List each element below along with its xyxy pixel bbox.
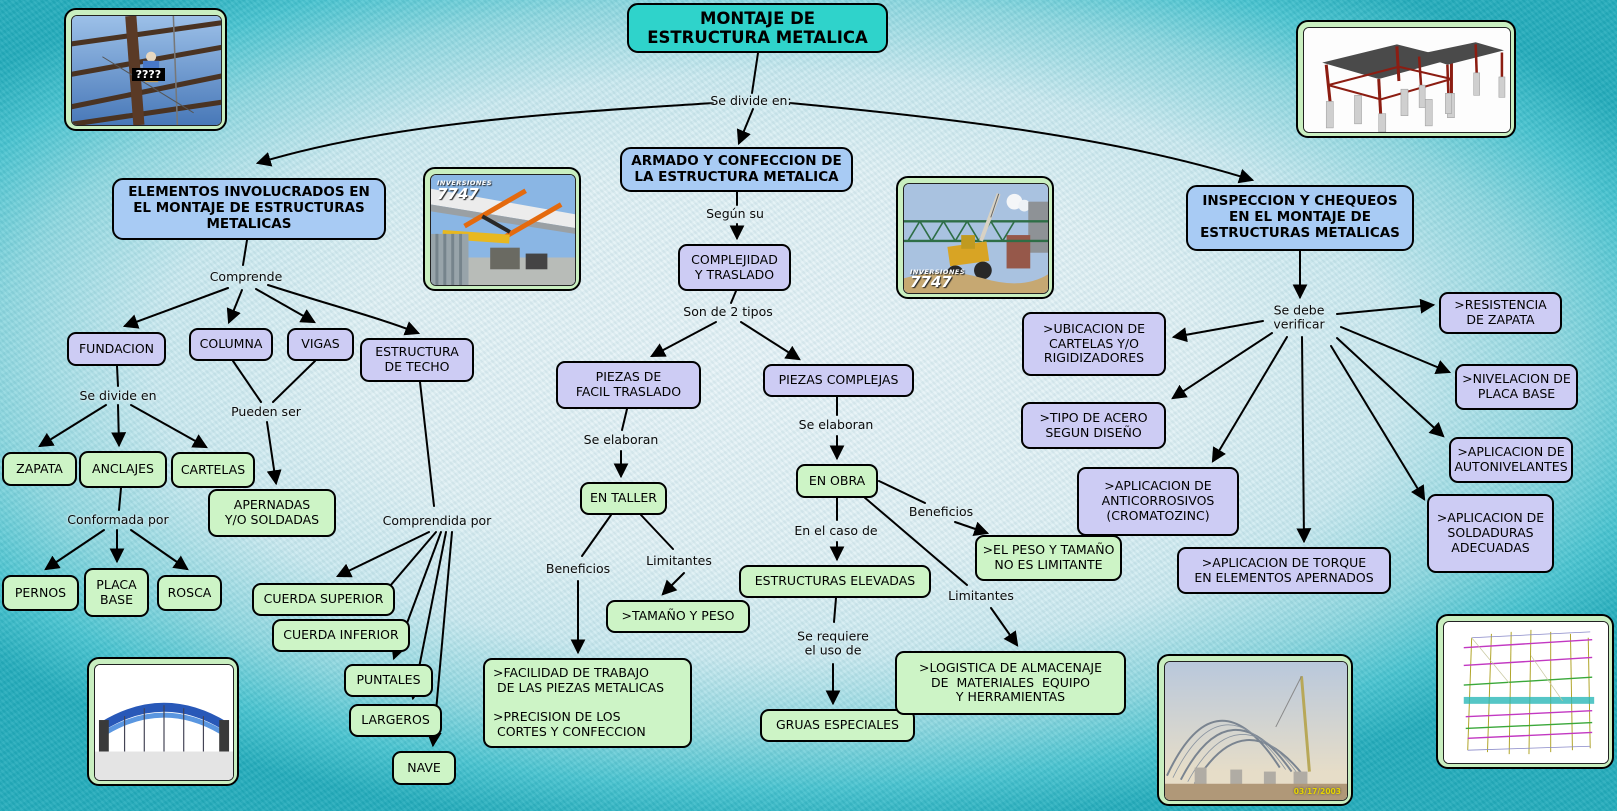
link-limitantes-obra: Limitantes <box>948 587 1014 603</box>
link-conformada-por: Conformada por <box>67 511 169 527</box>
branch-elementos[interactable]: ELEMENTOS INVOLUCRADOS EN EL MONTAJE DE … <box>112 178 386 240</box>
watermark-7747: 7747 <box>437 185 479 203</box>
node-ubicacion-cartelas[interactable]: >UBICACION DE CARTELAS Y/O RIGIDIZADORES <box>1022 312 1166 376</box>
link-se-elaboran-taller: Se elaboran <box>583 431 659 447</box>
branch-armado[interactable]: ARMADO Y CONFECCION DE LA ESTRUCTURA MET… <box>620 147 853 192</box>
node-nave[interactable]: NAVE <box>392 751 456 785</box>
node-beneficios-taller-box[interactable]: >FACILIDAD DE TRABAJO DE LAS PIEZAS META… <box>483 658 692 748</box>
link-se-divide: Se divide en: <box>710 92 792 108</box>
photo-crane-inversiones: INVERSIONES 7747 <box>423 167 581 291</box>
root-node-montaje[interactable]: MONTAJE DE ESTRUCTURA METALICA <box>627 3 888 53</box>
node-cartelas[interactable]: CARTELAS <box>171 452 255 488</box>
link-se-divide-en: Se divide en <box>79 387 157 403</box>
node-en-obra[interactable]: EN OBRA <box>796 464 878 498</box>
photo-date-stamp: 03/17/2003 <box>1293 787 1341 796</box>
node-cuerda-inferior[interactable]: CUERDA INFERIOR <box>272 619 410 652</box>
render-steel-frame <box>1296 20 1516 138</box>
node-columna[interactable]: COLUMNA <box>189 328 273 361</box>
node-tipo-acero[interactable]: >TIPO DE ACERO SEGUN DISEÑO <box>1021 402 1166 449</box>
link-beneficios-taller: Beneficios <box>545 560 611 576</box>
link-limitantes-taller: Limitantes <box>646 552 712 568</box>
watermark-7747: 7747 <box>910 273 952 291</box>
node-nivelacion-placa[interactable]: >NIVELACION DE PLACA BASE <box>1455 364 1578 410</box>
node-complejidad-traslado[interactable]: COMPLEJIDAD Y TRASLADO <box>678 244 791 291</box>
branch-inspeccion[interactable]: INSPECCION Y CHEQUEOS EN EL MONTAJE DE E… <box>1186 185 1414 251</box>
render-structure-wireframe <box>1436 614 1614 769</box>
node-piezas-complejas[interactable]: PIEZAS COMPLEJAS <box>763 364 914 397</box>
node-anclajes[interactable]: ANCLAJES <box>79 451 167 488</box>
node-peso-tamano[interactable]: >EL PESO Y TAMAÑO NO ES LIMITANTE <box>975 535 1122 581</box>
node-placa-base[interactable]: PLACA BASE <box>84 568 149 617</box>
node-pernos[interactable]: PERNOS <box>2 575 79 611</box>
link-en-el-caso-de: En el caso de <box>794 522 878 538</box>
watermark-inversiones: INVERSIONES <box>910 267 966 276</box>
watermark-inversiones: INVERSIONES <box>437 179 493 187</box>
link-comprendida-por: Comprendida por <box>382 512 492 528</box>
node-gruas-especiales[interactable]: GRUAS ESPECIALES <box>760 709 915 742</box>
node-torque[interactable]: >APLICACION DE TORQUE EN ELEMENTOS APERN… <box>1177 547 1391 594</box>
node-vigas[interactable]: VIGAS <box>287 328 354 361</box>
link-se-requiere: Se requiere el uso de <box>797 628 869 658</box>
photo-truss-lift: INVERSIONES 7747 <box>896 176 1054 299</box>
node-cuerda-superior[interactable]: CUERDA SUPERIOR <box>252 583 395 616</box>
node-tamano-peso[interactable]: >TAMAÑO Y PESO <box>606 600 750 633</box>
render-arched-roof <box>87 657 239 786</box>
node-resistencia-zapata[interactable]: >RESISTENCIA DE ZAPATA <box>1439 292 1562 334</box>
link-se-debe-verificar: Se debe verificar <box>1273 302 1325 332</box>
node-rosca[interactable]: ROSCA <box>157 575 222 611</box>
link-pueden-ser: Pueden ser <box>231 403 301 419</box>
node-zapata[interactable]: ZAPATA <box>2 452 77 486</box>
node-estructuras-elevadas[interactable]: ESTRUCTURAS ELEVADAS <box>739 565 931 598</box>
node-en-taller[interactable]: EN TALLER <box>580 482 667 515</box>
link-beneficios-obra: Beneficios <box>908 503 974 519</box>
link-son-de-2-tipos: Son de 2 tipos <box>683 303 773 319</box>
node-soldaduras[interactable]: >APLICACION DE SOLDADURAS ADECUADAS <box>1427 494 1554 573</box>
watermark-question-marks: ???? <box>131 68 166 82</box>
node-apernadas-soldadas[interactable]: APERNADAS Y/O SOLDADAS <box>208 489 336 537</box>
node-largeros[interactable]: LARGEROS <box>349 704 442 737</box>
node-puntales[interactable]: PUNTALES <box>344 664 433 697</box>
node-fundacion[interactable]: FUNDACION <box>67 332 166 366</box>
node-piezas-facil-traslado[interactable]: PIEZAS DE FACIL TRASLADO <box>556 361 701 409</box>
link-se-elaboran-obra: Se elaboran <box>798 416 874 432</box>
node-autonivelantes[interactable]: >APLICACION DE AUTONIVELANTES <box>1449 437 1573 483</box>
photo-ironworker: ???? <box>64 8 227 131</box>
node-logistica[interactable]: >LOGISTICA DE ALMACENAJE DE MATERIALES E… <box>895 651 1126 715</box>
node-anticorrosivos[interactable]: >APLICACION DE ANTICORROSIVOS (CROMATOZI… <box>1077 467 1239 536</box>
node-estructura-techo[interactable]: ESTRUCTURA DE TECHO <box>360 338 474 382</box>
photo-arch-truss-erection: 03/17/2003 <box>1157 654 1353 806</box>
link-segun-su: Según su <box>706 205 764 221</box>
link-comprende: Comprende <box>209 268 283 284</box>
